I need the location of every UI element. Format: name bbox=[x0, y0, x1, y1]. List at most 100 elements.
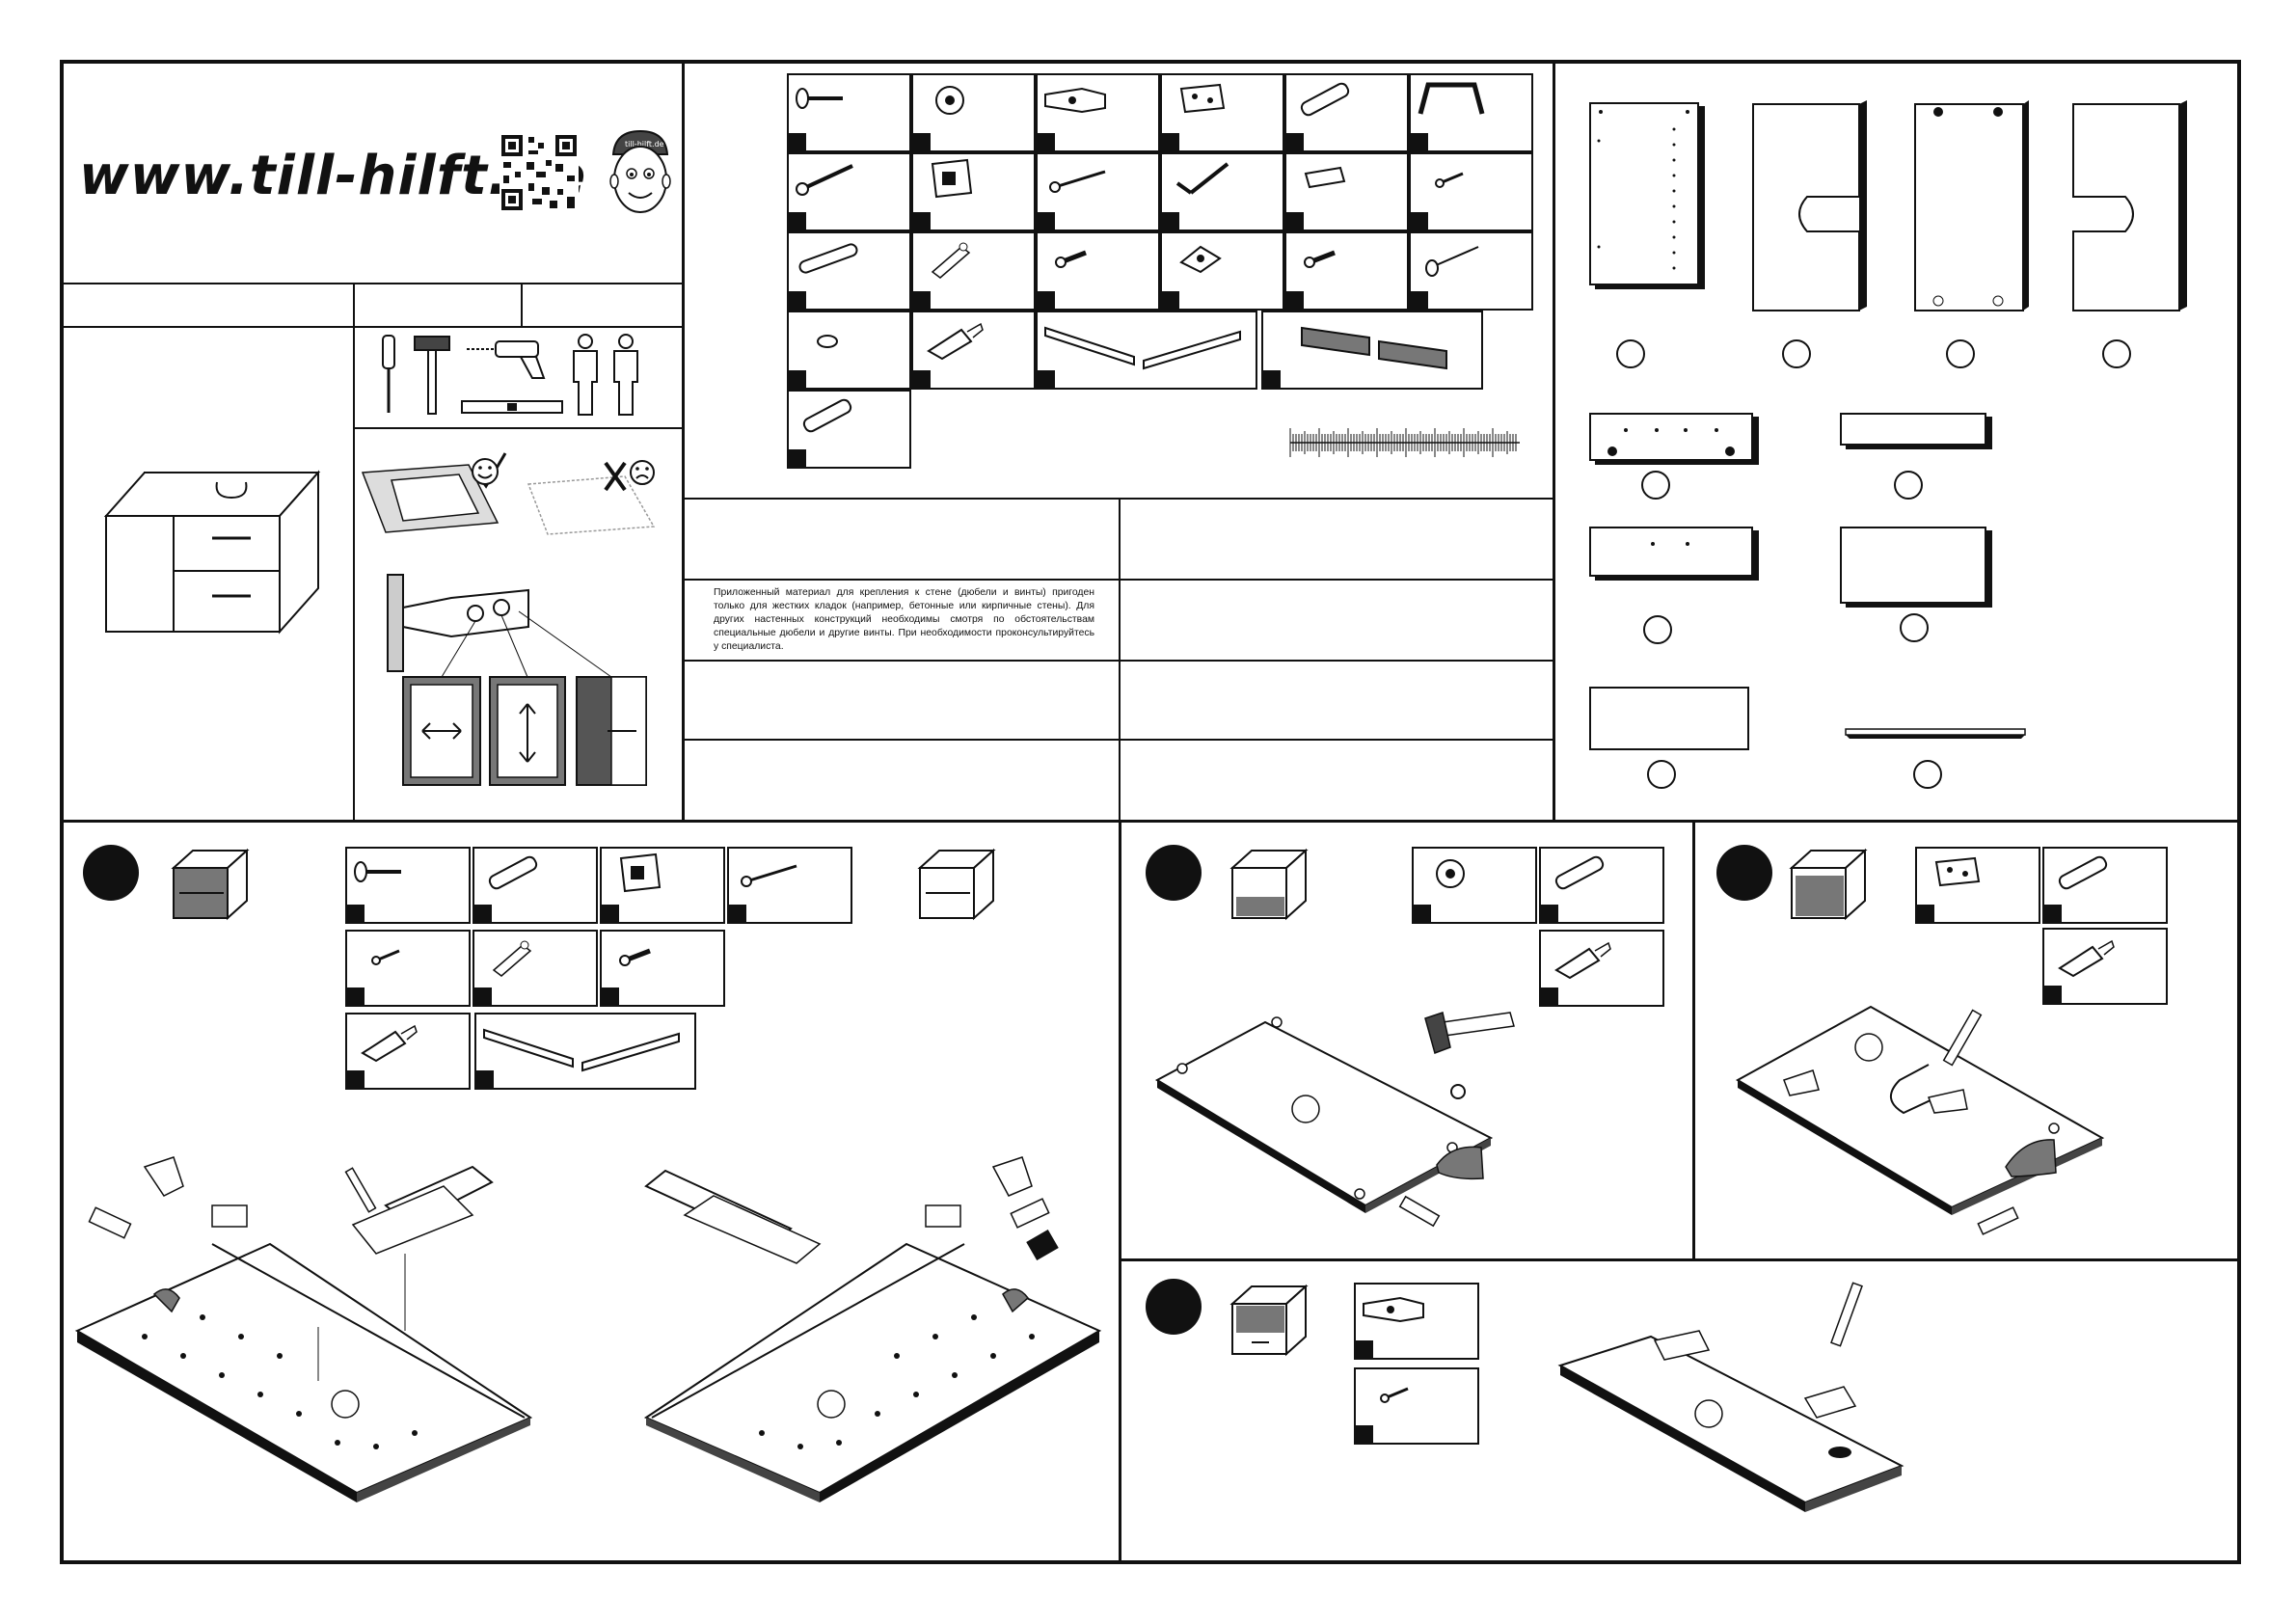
part-code-tag bbox=[789, 291, 806, 309]
spirit-level-icon bbox=[461, 400, 563, 414]
part-code-tag bbox=[347, 987, 365, 1005]
handle-icon bbox=[1418, 82, 1485, 115]
step-1-left-assembly bbox=[74, 1156, 533, 1502]
step-4-part-small-screw bbox=[1354, 1367, 1479, 1445]
bracket-icon bbox=[619, 852, 662, 893]
part-code-tag bbox=[1356, 1340, 1373, 1358]
part-code-tag bbox=[729, 905, 746, 922]
tools-divider bbox=[353, 427, 683, 429]
drawer-back-panel bbox=[1589, 527, 1753, 577]
part-number-marker-8 bbox=[1900, 613, 1929, 642]
part-code-tag bbox=[913, 212, 931, 230]
step-3-part-dowel bbox=[2042, 847, 2168, 924]
header-right-divider bbox=[682, 60, 685, 822]
cam-bolt-icon bbox=[354, 861, 401, 882]
step-2-number-badge bbox=[1146, 845, 1202, 901]
part-dowel-0-4 bbox=[1284, 73, 1409, 152]
step-1-part-short-screw bbox=[600, 930, 725, 1007]
bottom-panel-cutout bbox=[2072, 100, 2187, 311]
part-code-tag bbox=[913, 133, 931, 150]
part-wood-screw-1-2 bbox=[1036, 152, 1160, 231]
dowel-icon bbox=[2058, 855, 2108, 890]
part-code-tag bbox=[1541, 987, 1558, 1005]
hard-surface-bad-icon bbox=[527, 461, 656, 535]
part-code-tag bbox=[1162, 212, 1179, 230]
part-code-tag bbox=[347, 905, 365, 922]
part-code-tag bbox=[1038, 133, 1055, 150]
part-hook-1-3 bbox=[1160, 152, 1284, 231]
part-code-tag bbox=[1286, 291, 1304, 309]
info-row-3 bbox=[682, 739, 1553, 741]
part-number-marker-2 bbox=[1782, 339, 1811, 368]
part-connector-2-3 bbox=[1160, 231, 1284, 311]
part-number-marker-6 bbox=[1894, 471, 1923, 500]
part-code-tag bbox=[1038, 291, 1055, 309]
step-3-assembly bbox=[1735, 1005, 2105, 1235]
header-title-divider bbox=[60, 283, 683, 284]
bumper-icon bbox=[817, 335, 838, 348]
step-1-number-badge bbox=[83, 845, 139, 901]
part-code-tag bbox=[474, 905, 492, 922]
step-2-cabinet-thumbnail bbox=[1229, 848, 1309, 921]
hinge-plate-icon bbox=[1934, 856, 1981, 887]
step-3-number-badge bbox=[1716, 845, 1772, 901]
step-2-right-divider bbox=[1692, 820, 1695, 1258]
qr-code-icon bbox=[500, 133, 579, 212]
part-handle-0-5 bbox=[1409, 73, 1533, 152]
info-row-1 bbox=[682, 579, 1553, 581]
step-4-part-hinge bbox=[1354, 1283, 1479, 1360]
part-cam-bolt-0-0 bbox=[787, 73, 911, 152]
short-screw-icon bbox=[1304, 250, 1336, 268]
wood-screw-icon bbox=[741, 864, 797, 887]
dowel-icon bbox=[488, 855, 538, 890]
hinge-icon bbox=[1363, 1296, 1424, 1323]
sad-face-icon bbox=[630, 460, 655, 485]
short-screw-icon bbox=[619, 948, 651, 966]
cam-bolt-icon bbox=[796, 88, 843, 109]
part-dowel-extra bbox=[787, 390, 911, 469]
drawer-rail-icon bbox=[1044, 326, 1241, 370]
mascot-cap-text: till-hilft.de bbox=[625, 140, 664, 149]
step-3-part-hinge-plate bbox=[1915, 847, 2040, 924]
part-code-tag bbox=[1411, 291, 1428, 309]
hinge-icon bbox=[1044, 87, 1106, 114]
hinge-plate-icon bbox=[1179, 83, 1226, 114]
part-number-marker-1 bbox=[1616, 339, 1645, 368]
part-code-tag bbox=[1162, 133, 1179, 150]
step-1-part-dowel bbox=[473, 847, 598, 924]
cam-lock-icon bbox=[1436, 859, 1465, 888]
part-wall-plug-1-4 bbox=[1284, 152, 1409, 231]
part-number-marker-10 bbox=[1913, 760, 1942, 789]
part-code-tag bbox=[1917, 905, 1934, 922]
info-row-2 bbox=[682, 660, 1553, 662]
shelf-strip bbox=[1845, 728, 2026, 739]
cabinet-product-drawing bbox=[103, 470, 321, 635]
step-3-cabinet-thumbnail bbox=[1789, 848, 1868, 921]
part-code-tag bbox=[1411, 133, 1428, 150]
part-code-tag bbox=[1038, 212, 1055, 230]
step-2-part-glue-tube bbox=[1539, 930, 1664, 1007]
soft-surface-good-icon bbox=[361, 452, 507, 533]
step-4-assembly bbox=[1557, 1282, 1904, 1512]
part-code-tag bbox=[602, 987, 619, 1005]
wall-mounting-notice: Приложенный материал для крепления к сте… bbox=[714, 587, 1094, 652]
measuring-ruler bbox=[1289, 428, 1520, 457]
drawer-runner-icon bbox=[1301, 326, 1447, 370]
part-code-tag bbox=[347, 1070, 365, 1088]
step-1-part-small-screw bbox=[345, 930, 471, 1007]
part-code-tag bbox=[1411, 212, 1428, 230]
back-panel bbox=[1914, 100, 2029, 311]
part-number-marker-9 bbox=[1647, 760, 1676, 789]
dowel-icon bbox=[1300, 82, 1350, 117]
part-code-tag bbox=[1356, 1425, 1373, 1443]
part-number-marker-7 bbox=[1643, 615, 1672, 644]
part-code-tag bbox=[602, 905, 619, 922]
part-hinge-0-2 bbox=[1036, 73, 1160, 152]
person-icon bbox=[573, 334, 598, 416]
step-3-part-glue-tube bbox=[2042, 928, 2168, 1005]
mascot-icon: till-hilft.de bbox=[609, 129, 671, 213]
glue-tube-icon bbox=[2058, 939, 2115, 978]
instruction-sheet-frame bbox=[60, 60, 2241, 1564]
strip-icon bbox=[798, 243, 858, 274]
wall-plug-icon bbox=[1304, 166, 1346, 189]
